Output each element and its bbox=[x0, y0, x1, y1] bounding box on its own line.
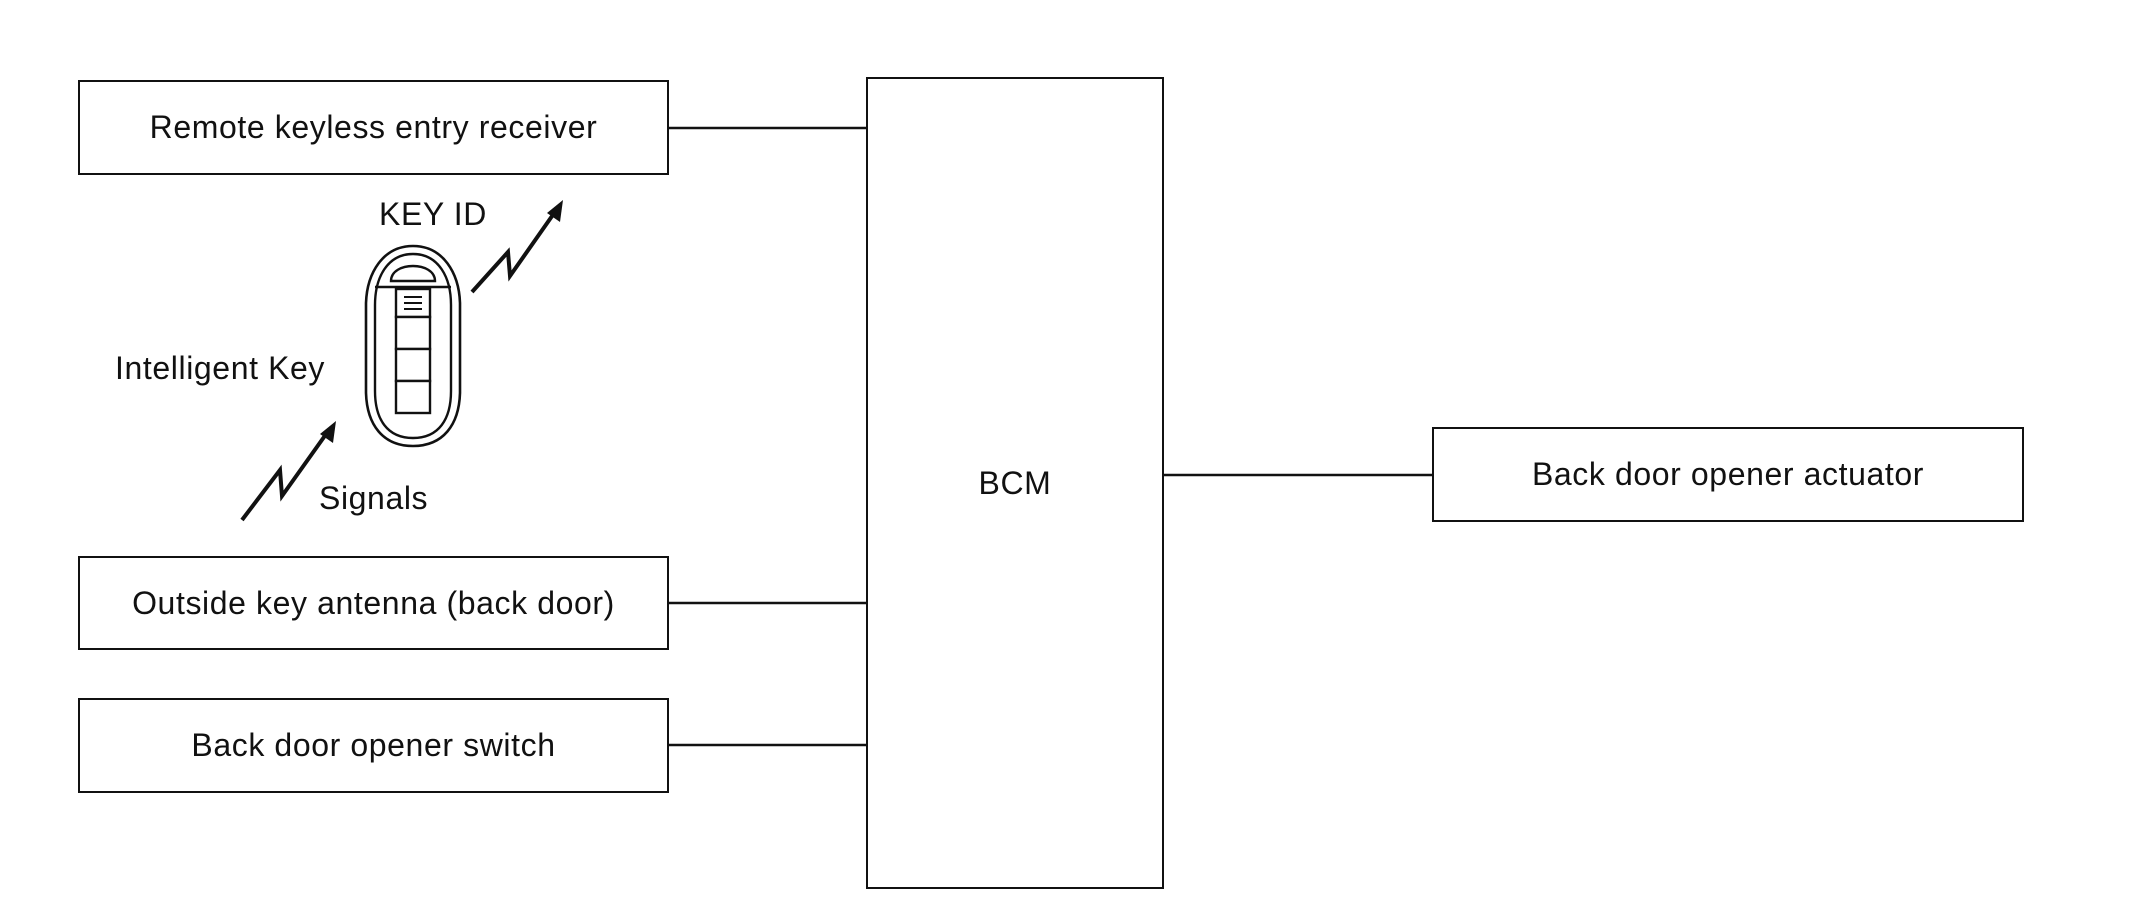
bcm-label: BCM bbox=[978, 464, 1052, 501]
back-door-opener-actuator-label: Back door opener actuator bbox=[1531, 456, 1925, 492]
back-door-opener-actuator-box: Back door opener actuator bbox=[1432, 427, 2024, 522]
back-door-opener-switch-box: Back door opener switch bbox=[78, 698, 669, 793]
key-id-label: KEY ID bbox=[379, 196, 487, 232]
key-id-signal-icon bbox=[470, 200, 563, 294]
intelligent-key-fob-icon bbox=[364, 244, 462, 448]
bcm-box: BCM bbox=[866, 77, 1164, 889]
outside-key-antenna-box: Outside key antenna (back door) bbox=[78, 556, 669, 650]
back-door-opener-switch-label: Back door opener switch bbox=[191, 727, 556, 763]
signals-arrow-icon bbox=[240, 421, 336, 522]
intelligent-key-label: Intelligent Key bbox=[115, 350, 326, 386]
remote-keyless-entry-receiver-box: Remote keyless entry receiver bbox=[78, 80, 669, 175]
outside-key-antenna-label: Outside key antenna (back door) bbox=[132, 584, 615, 621]
remote-keyless-entry-receiver-label: Remote keyless entry receiver bbox=[149, 109, 598, 145]
signals-label: Signals bbox=[319, 480, 429, 516]
